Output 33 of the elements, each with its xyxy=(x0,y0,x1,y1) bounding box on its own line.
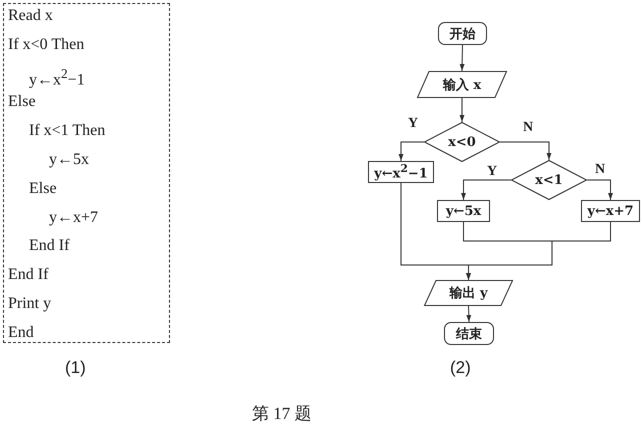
arrow xyxy=(398,142,424,162)
code-box xyxy=(3,3,170,343)
terminal-box: 开始 xyxy=(438,22,487,45)
io-parallelogram: 输出 y xyxy=(424,280,513,306)
arrow xyxy=(461,180,512,200)
code-line: Else xyxy=(29,180,57,198)
arrow xyxy=(460,44,465,72)
caption: 第 17 题 xyxy=(252,403,312,425)
code-line: End xyxy=(8,324,34,342)
process-box: y←x+7 xyxy=(581,200,640,222)
figure-label: (2) xyxy=(450,358,471,378)
decision-diamond: x<1 xyxy=(511,160,587,200)
arrow xyxy=(466,222,611,280)
code-line: y←x+7 xyxy=(49,208,98,227)
code-line: Print y xyxy=(8,295,52,313)
figure-label: (1) xyxy=(65,358,86,378)
code-line: End If xyxy=(29,237,70,256)
code-line: Else xyxy=(8,93,36,112)
terminal-box: 结束 xyxy=(444,322,494,345)
decision-diamond: x<0 xyxy=(424,122,500,162)
arrow xyxy=(500,142,552,160)
code-line: Read x xyxy=(8,7,53,25)
arrow xyxy=(466,306,472,322)
code-line: y←x$^{2}$−1 xyxy=(29,64,85,89)
code-line: End If xyxy=(8,266,48,284)
process-box: y←5x xyxy=(437,200,490,222)
code-line: If x<1 Then xyxy=(29,122,106,140)
arrow xyxy=(460,98,464,122)
io-parallelogram: 输入 x xyxy=(417,71,507,98)
code-line: y←5x xyxy=(49,151,89,169)
code-line: If x<0 Then xyxy=(8,36,84,54)
arrow xyxy=(586,180,613,200)
process-box: y←x$^{2}$−1 xyxy=(368,161,434,183)
